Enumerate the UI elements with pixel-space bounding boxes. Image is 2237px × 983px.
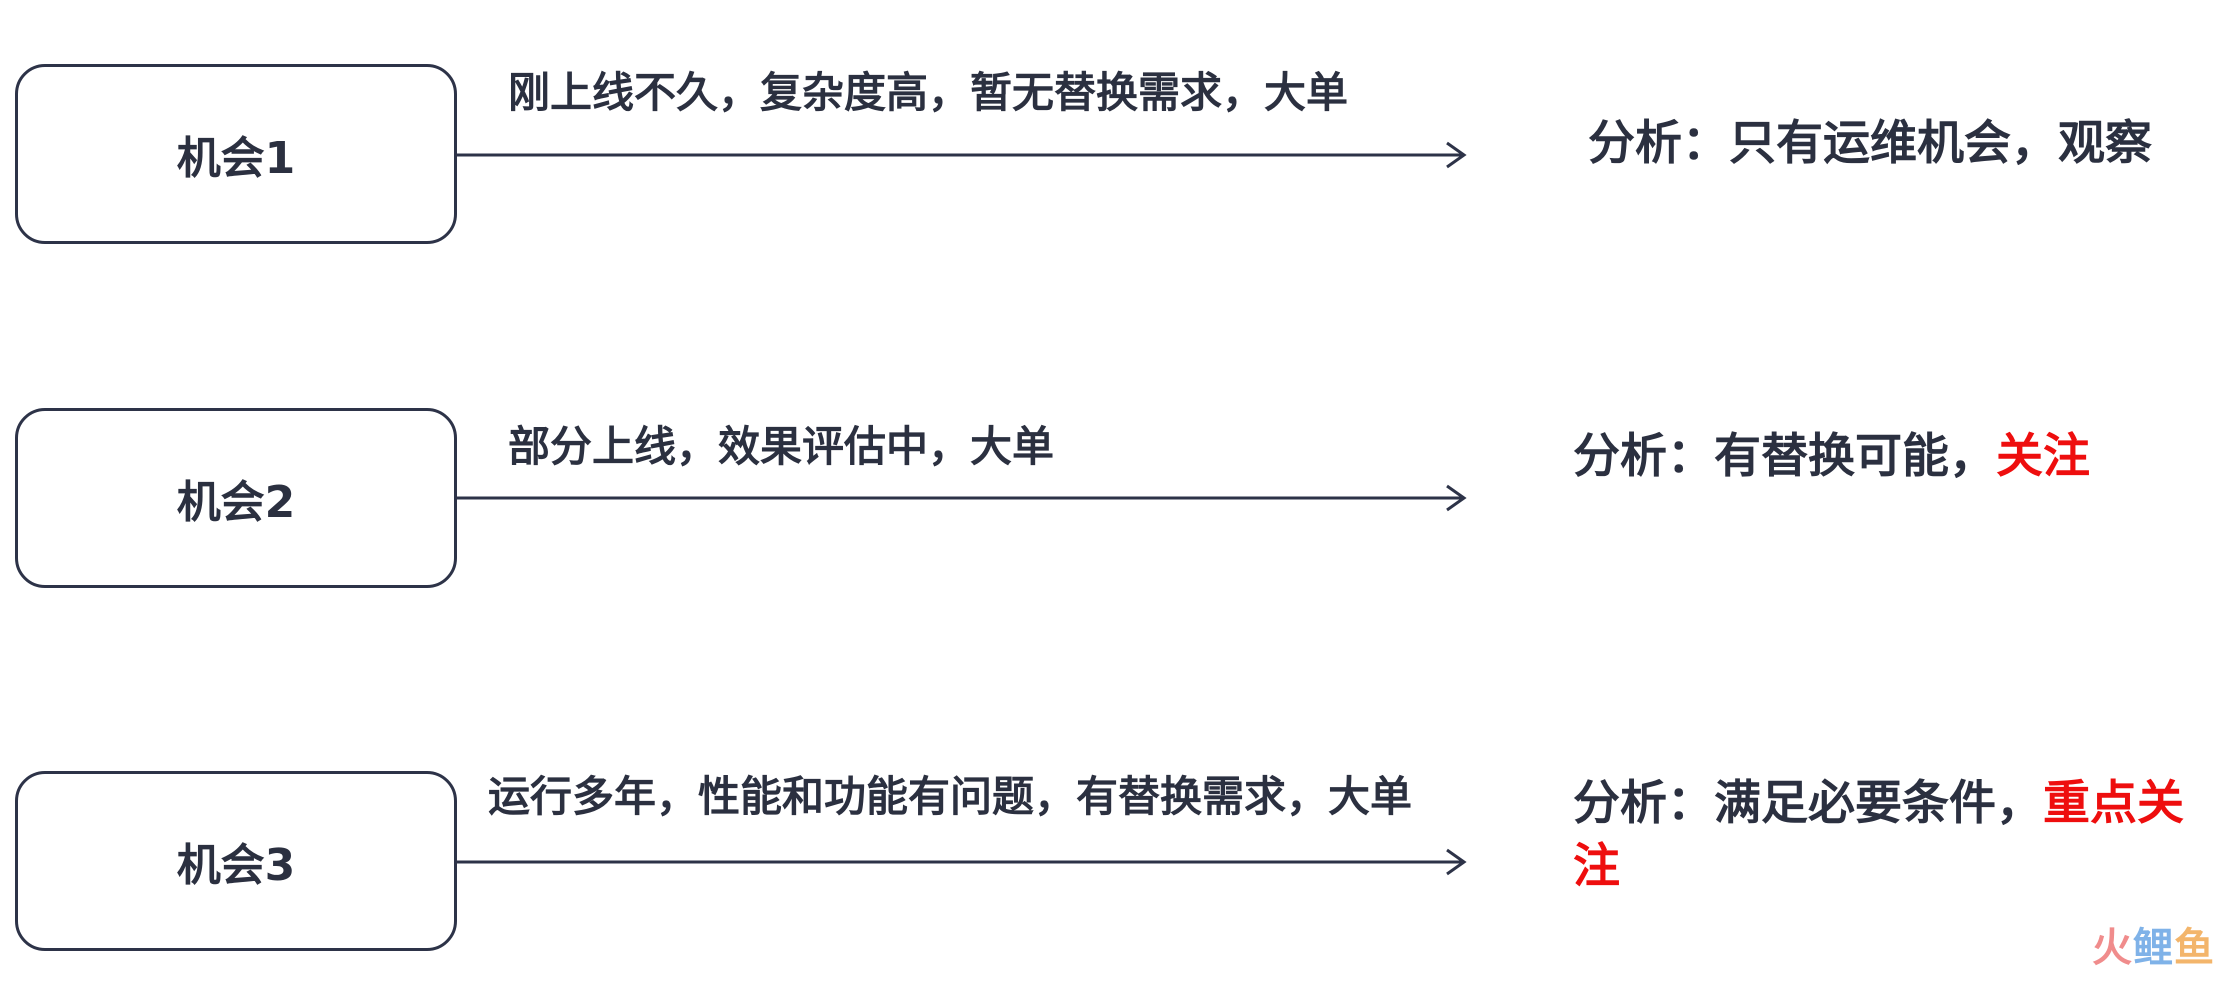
opportunity-box-label: 机会2: [176, 477, 296, 528]
watermark-logo: 火鲤鱼: [2092, 915, 2215, 973]
analysis-text: 分析：只有运维机会，观察: [1588, 116, 2152, 171]
watermark-part-2: 鲤: [2133, 925, 2174, 971]
opportunity-box-label: 机会3: [176, 840, 296, 891]
watermark-part-1: 火: [2092, 925, 2133, 971]
arrow-2: [457, 484, 1467, 512]
analysis-3: 分析：满足必要条件，重点关注: [1573, 772, 2223, 899]
edge-label-3: 运行多年，性能和功能有问题，有替换需求，大单: [488, 772, 1413, 821]
opportunity-box-label: 机会1: [176, 133, 296, 184]
edge-label-1: 刚上线不久，复杂度高，暂无替换需求，大单: [508, 68, 1349, 117]
analysis-1: 分析：只有运维机会，观察: [1588, 112, 2152, 175]
analysis-text: 分析：有替换可能，: [1573, 429, 1996, 484]
arrow-3: [457, 848, 1467, 876]
arrow-1: [457, 141, 1467, 169]
watermark-part-3: 鱼: [2174, 925, 2215, 971]
analysis-2: 分析：有替换可能，关注: [1573, 425, 2090, 488]
opportunity-box-3: 机会3: [15, 771, 457, 951]
opportunity-box-2: 机会2: [15, 408, 457, 588]
analysis-text: 分析：满足必要条件，: [1573, 776, 2043, 831]
edge-label-2: 部分上线，效果评估中，大单: [508, 422, 1055, 471]
analysis-highlight: 重点关注: [1573, 776, 2184, 895]
analysis-highlight: 关注: [1996, 429, 2090, 484]
opportunity-box-1: 机会1: [15, 64, 457, 244]
